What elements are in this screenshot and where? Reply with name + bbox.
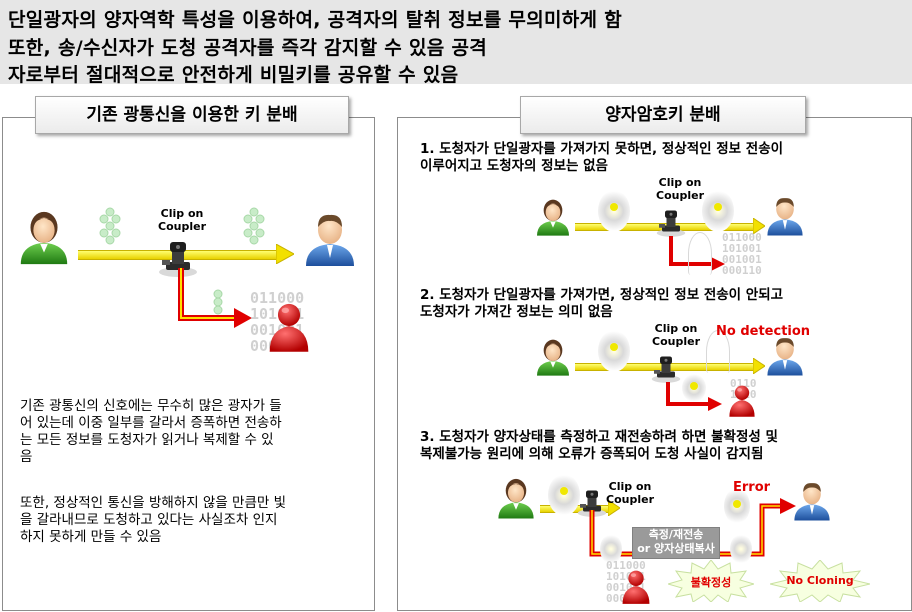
error-label: Error: [733, 480, 771, 495]
photon-dot-icon: [733, 500, 741, 508]
tap-arrow: [666, 382, 722, 411]
no-cloning-burst-icon: [770, 560, 870, 602]
classical-paragraph-1: 기존 광통신의 신호에는 무수히 많은 광자가 들 어 있는데 이중 일부를 갈…: [20, 398, 282, 465]
uncertainty-label: 불확정성: [690, 576, 732, 589]
receiver-icon: [763, 193, 807, 237]
sender-icon: [494, 476, 538, 520]
no-detection-label: No detection: [716, 324, 811, 339]
photon-icon: [548, 474, 580, 516]
receiver-icon: [763, 333, 807, 377]
photon-icon: [702, 190, 734, 232]
coupler-device-icon: [656, 204, 686, 238]
coupler-label: Clip on Coupler: [656, 176, 704, 202]
coupler-label: Clip on Coupler: [606, 480, 654, 506]
sender-icon: [533, 337, 573, 377]
photon-dot-icon: [690, 382, 698, 390]
beam-arrowhead-icon: [608, 500, 620, 516]
quantum-panel-title: 양자암호키 분배: [520, 96, 806, 134]
header-line-1: 단일광자의 양자역학 특성을 이용하여, 공격자의 탈취 정보를 무의미하게 함: [8, 9, 623, 31]
beam-arrowhead-icon: [753, 358, 765, 374]
empty-photon-icon: [688, 232, 712, 275]
classical-paragraph-2: 또한, 정상적인 통신을 방해하지 않을 만큼만 빛 을 갈라내므로 도청하고 …: [20, 495, 287, 545]
case3-text: 3. 도청자가 양자상태를 측정하고 재전송하려 하면 불확정성 및 복제불가능…: [420, 429, 778, 462]
classical-panel: [2, 117, 375, 611]
header-line-3: 자로부터 절대적으로 안전하게 비밀키를 공유할 수 있음: [8, 64, 459, 86]
beam-arrowhead-icon: [276, 244, 294, 264]
empty-photon-icon: [706, 330, 730, 373]
photon-icon: [600, 534, 622, 564]
eavesdropper-icon: [266, 298, 312, 354]
uncertainty-burst-icon: [668, 560, 754, 602]
photon-icon: [730, 534, 752, 564]
sender-icon: [533, 197, 573, 237]
error-path-arrow: [589, 498, 796, 557]
beam-arrowhead-icon: [753, 218, 765, 234]
tap-arrow: [178, 268, 252, 328]
photon-dot-icon: [714, 203, 722, 211]
case1-text: 1. 도청자가 단일광자를 가져가지 못하면, 정상적인 정보 전송이 이루어지…: [420, 141, 784, 174]
case2-text: 2. 도청자가 단일광자를 가져가면, 정상적인 정보 전송이 안되고 도청자가…: [420, 287, 784, 320]
measure-resend-box: 측정/재전송 or 양자상태복사: [632, 527, 720, 559]
header-line-2: 또한, 송/수신자가 도청 공격자를 즉각 감지할 수 있음 공격: [8, 37, 488, 59]
coupler-device-icon: [651, 350, 681, 384]
header-banner: 단일광자의 양자역학 특성을 이용하여, 공격자의 탈취 정보를 무의미하게 함…: [0, 0, 912, 86]
binary-data-icon: 011000 101001 001001 000110: [722, 231, 762, 277]
photon-cluster-icon: [96, 206, 124, 246]
eavesdropper-icon: [727, 382, 757, 418]
photon-dot-icon: [610, 203, 618, 211]
classical-panel-title: 기존 광통신을 이용한 키 분배: [35, 96, 349, 134]
coupler-label: Clip on Coupler: [158, 207, 206, 233]
coupler-label: Clip on Coupler: [652, 322, 700, 348]
eavesdropper-icon: [620, 566, 652, 606]
photon-icon: [598, 330, 630, 372]
receiver-icon: [300, 208, 360, 268]
sender-icon: [15, 208, 73, 266]
photon-icon: [598, 190, 630, 232]
no-cloning-label: No Cloning: [786, 574, 854, 587]
receiver-icon: [790, 478, 834, 522]
photon-cluster-icon: [240, 206, 268, 246]
photon-dot-icon: [560, 487, 568, 495]
photon-cluster-icon: [208, 288, 228, 316]
photon-dot-icon: [610, 343, 618, 351]
